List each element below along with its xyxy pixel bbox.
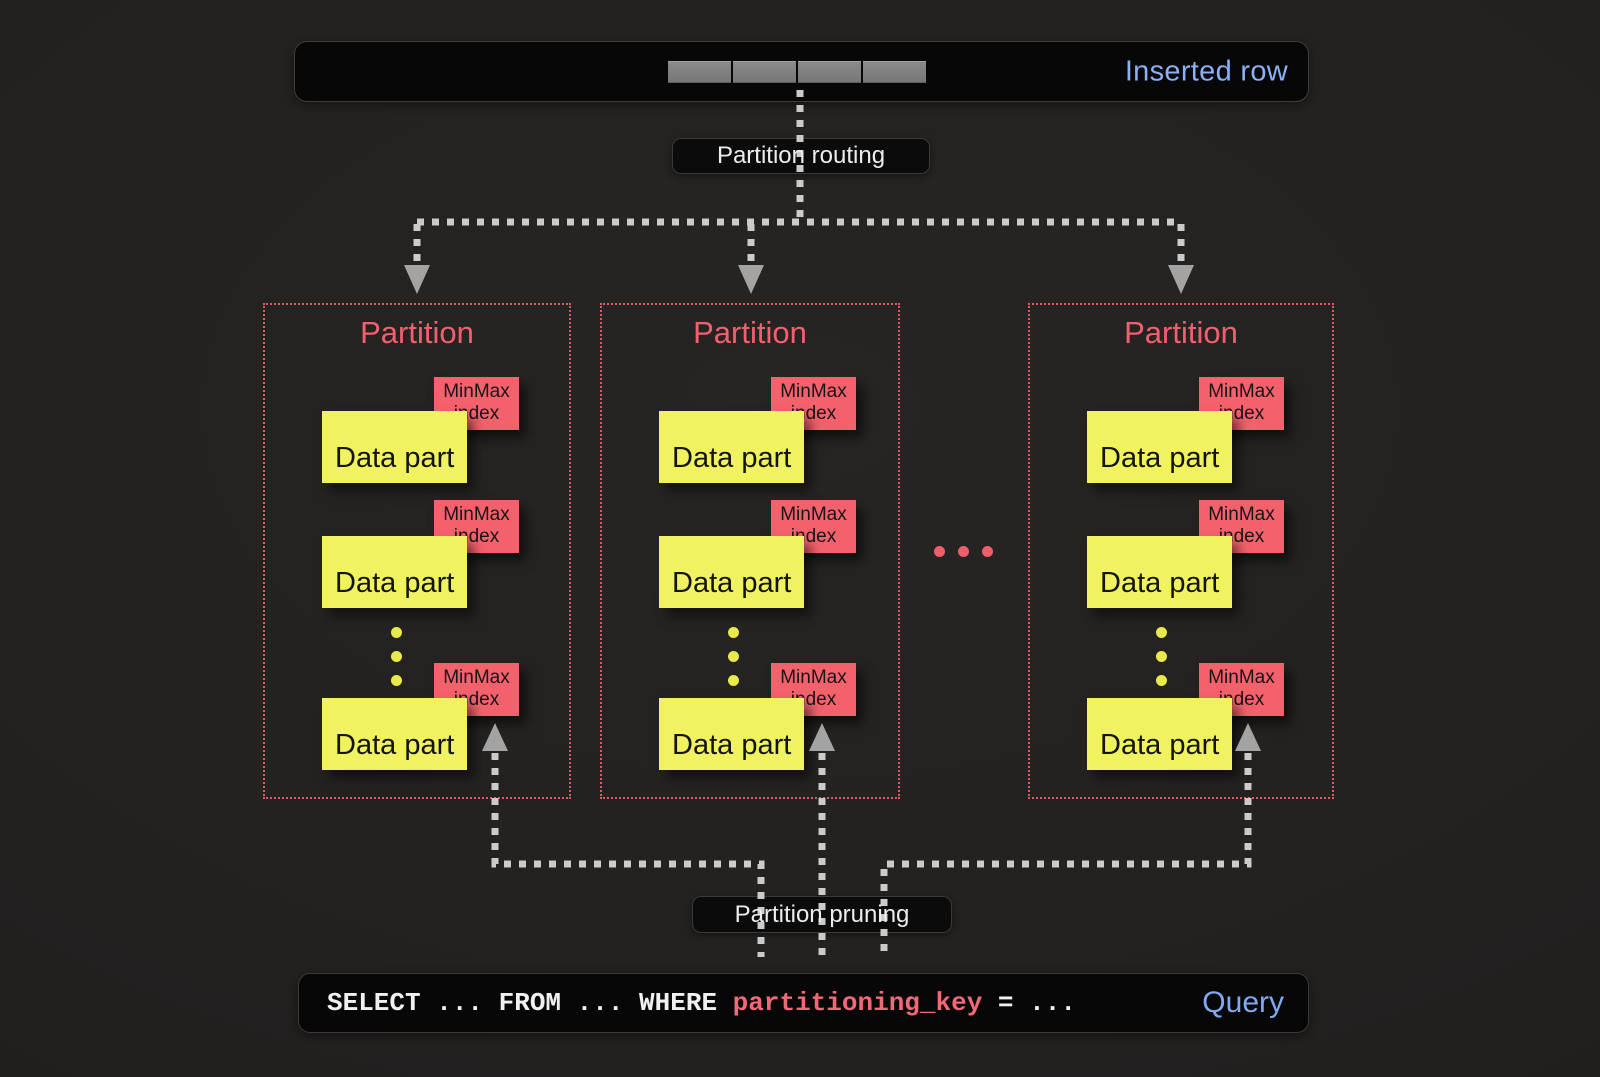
row-cell <box>668 61 731 83</box>
row-cell <box>733 61 796 83</box>
partition-box: Partition MinMax index Data part MinMax … <box>1028 303 1334 799</box>
partition-routing-label: Partition routing <box>716 142 886 169</box>
more-parts-dot <box>391 627 402 638</box>
ellipsis-dot <box>958 546 969 557</box>
query-box: SELECT ... FROM ... WHERE partitioning_k… <box>298 973 1309 1033</box>
more-parts-dot <box>391 675 402 686</box>
inserted-row-label: Inserted row <box>1124 55 1288 87</box>
partition-title: Partition <box>693 315 807 350</box>
data-part-box: Data part <box>659 411 804 483</box>
minmax-index-tag: MinMax index <box>434 500 519 553</box>
data-part-box: Data part <box>659 536 804 608</box>
more-partitions-ellipsis <box>934 546 993 557</box>
minmax-index-tag: MinMax index <box>434 663 519 716</box>
more-parts-dot <box>728 651 739 662</box>
inserted-row-cells <box>668 61 928 83</box>
data-part-box: Data part <box>322 536 467 608</box>
data-part-box: Data part <box>322 411 467 483</box>
more-parts-dot <box>1156 651 1167 662</box>
data-part-box: Data part <box>1087 698 1232 770</box>
more-parts-dot <box>391 651 402 662</box>
more-parts-dot <box>728 627 739 638</box>
sql-statement: SELECT ... FROM ... WHERE partitioning_k… <box>299 988 1076 1018</box>
sql-tail: = ... <box>982 988 1076 1018</box>
data-part-box: Data part <box>1087 536 1232 608</box>
partition-box: Partition MinMax index Data part MinMax … <box>263 303 571 799</box>
ellipsis-dot <box>982 546 993 557</box>
sql-partitioning-key: partitioning_key <box>732 988 983 1018</box>
partition-box: Partition MinMax index Data part MinMax … <box>600 303 900 799</box>
partition-pruning-label: Partition pruning <box>734 900 910 928</box>
data-part-box: Data part <box>1087 411 1232 483</box>
partition-title: Partition <box>360 315 474 350</box>
down-arrowhead <box>738 265 764 294</box>
more-parts-dot <box>1156 627 1167 638</box>
data-part-box: Data part <box>322 698 467 770</box>
minmax-index-tag: MinMax index <box>434 377 519 430</box>
down-arrowhead <box>1168 265 1194 294</box>
ellipsis-dot <box>934 546 945 557</box>
data-part-box: Data part <box>659 698 804 770</box>
row-cell <box>798 61 861 83</box>
down-arrowhead <box>404 265 430 294</box>
inserted-row-box: Inserted row <box>294 41 1309 102</box>
row-cell <box>863 61 926 83</box>
sql-select-clause: SELECT ... FROM ... WHERE <box>327 988 733 1018</box>
more-parts-dot <box>728 675 739 686</box>
query-label: Query <box>1202 986 1284 1019</box>
partition-title: Partition <box>1124 315 1238 350</box>
more-parts-dot <box>1156 675 1167 686</box>
